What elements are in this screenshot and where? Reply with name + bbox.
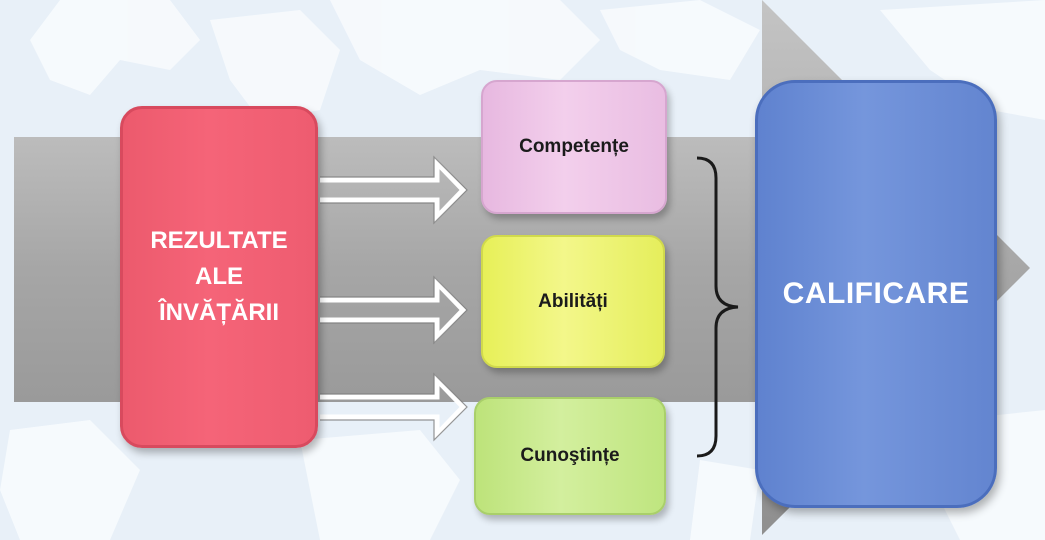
arrow-to-cunostinte bbox=[320, 373, 467, 441]
arrow-to-abilitati bbox=[320, 276, 467, 344]
label-line-2: ALE bbox=[195, 263, 243, 290]
competente-label: Competențe bbox=[519, 136, 629, 157]
competente-box: Competențe bbox=[481, 80, 667, 214]
abilitati-label: Abilități bbox=[538, 290, 608, 312]
cunostinte-label: Cunoştințe bbox=[520, 445, 620, 466]
label-line-3: ÎNVĂȚĂRII bbox=[159, 299, 279, 326]
learning-outcomes-box: REZULTATE ALE ÎNVĂȚĂRII bbox=[120, 106, 318, 448]
abilitati-box: Abilități bbox=[481, 235, 665, 368]
arrow-to-competente bbox=[320, 156, 467, 224]
grouping-brace bbox=[696, 156, 739, 458]
learning-outcomes-label: REZULTATE ALE ÎNVĂȚĂRII bbox=[133, 223, 305, 331]
cunostinte-box: Cunoştințe bbox=[474, 397, 666, 515]
calificare-box: CALIFICARE bbox=[755, 80, 997, 508]
label-line-1: REZULTATE bbox=[150, 227, 288, 254]
calificare-label: CALIFICARE bbox=[782, 277, 970, 310]
